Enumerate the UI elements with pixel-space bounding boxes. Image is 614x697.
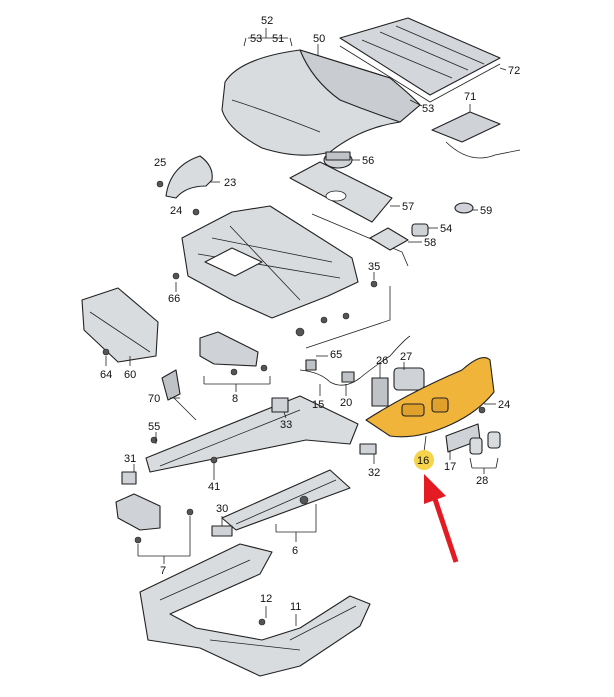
label-30: 30 (216, 503, 228, 515)
label-53: 53 (250, 33, 262, 45)
part-number-labels: 52 53 51 50 72 53 71 56 25 23 57 59 24 5… (100, 15, 520, 613)
label-60: 60 (124, 369, 136, 381)
label-8: 8 (232, 393, 238, 405)
label-52: 52 (261, 15, 273, 27)
label-27: 27 (400, 351, 412, 363)
insulation-plate-part[interactable] (289, 161, 393, 223)
label-24b: 24 (498, 399, 510, 411)
label-66: 66 (168, 293, 180, 305)
storage-drawer-part[interactable] (81, 287, 159, 363)
label-28: 28 (476, 475, 488, 487)
label-59: 59 (480, 205, 492, 217)
callout-16-badge (414, 450, 434, 470)
label-58: 58 (424, 237, 436, 249)
label-55: 55 (148, 421, 160, 433)
label-31: 31 (124, 453, 136, 465)
label-23: 23 (224, 177, 236, 189)
label-15: 15 (312, 399, 324, 411)
label-54: 54 (440, 223, 452, 235)
label-20: 20 (340, 397, 352, 409)
label-41: 41 (208, 481, 220, 493)
label-35: 35 (368, 261, 380, 273)
label-6: 6 (292, 545, 298, 557)
label-51: 51 (272, 33, 284, 45)
label-32: 32 (368, 467, 380, 479)
seat-side-panel-part-16[interactable] (365, 357, 495, 438)
screw-fasteners (102, 180, 486, 626)
seat-frame-part[interactable] (181, 205, 359, 319)
label-56: 56 (362, 155, 374, 167)
label-70: 70 (148, 393, 160, 405)
seat-cushion-part[interactable] (221, 49, 421, 156)
label-65: 65 (330, 349, 342, 361)
clip-32-part[interactable] (359, 443, 377, 455)
label-17: 17 (444, 461, 456, 473)
seat-motor-part[interactable] (115, 493, 161, 531)
label-11: 11 (290, 601, 301, 613)
label-50: 50 (313, 33, 325, 45)
bracket-33-part[interactable] (271, 397, 289, 413)
label-57: 57 (402, 201, 414, 213)
label-72: 72 (508, 65, 520, 77)
cover-58-part[interactable] (369, 227, 409, 251)
label-64: 64 (100, 369, 112, 381)
switch-cover-part[interactable] (445, 423, 501, 455)
seat-base-frame-part[interactable] (139, 543, 371, 677)
label-71: 71 (464, 91, 476, 103)
clip-31-part[interactable] (121, 471, 137, 485)
switch-54-part[interactable] (411, 223, 429, 237)
plug-59-part[interactable] (454, 202, 474, 214)
seat-rail-part[interactable] (145, 395, 359, 531)
leader-lines (105, 28, 507, 626)
red-arrow-pointer (424, 474, 459, 563)
label-12: 12 (260, 593, 272, 605)
clip-30-part[interactable] (211, 525, 233, 537)
label-16: 16 (417, 455, 429, 467)
adjuster-mechanism-part[interactable] (199, 331, 259, 367)
label-7: 7 (160, 565, 166, 577)
side-trim-part[interactable] (165, 155, 213, 199)
label-33: 33 (280, 419, 292, 431)
heating-element-part[interactable] (431, 111, 521, 159)
seat-belt-buckle-part[interactable] (161, 369, 197, 421)
wiring-harness-part[interactable] (299, 335, 411, 386)
seat-heating-mat-part[interactable] (339, 17, 501, 103)
label-53b: 53 (422, 103, 434, 115)
label-25: 25 (154, 157, 166, 169)
blower-fan-part[interactable] (323, 151, 353, 169)
label-26: 26 (376, 355, 388, 367)
label-24a: 24 (170, 205, 182, 217)
